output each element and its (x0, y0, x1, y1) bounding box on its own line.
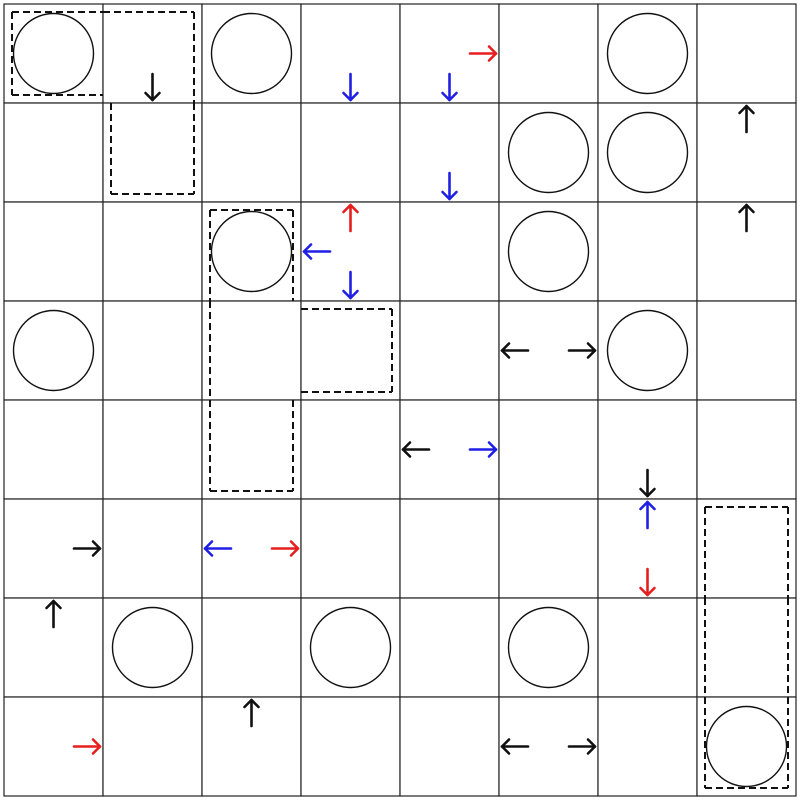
grid-cell[interactable] (399, 498, 500, 599)
grid-cell[interactable] (102, 300, 203, 401)
grid-cell[interactable] (201, 399, 302, 500)
grid-cell[interactable] (201, 102, 302, 203)
grid-cell[interactable] (300, 102, 401, 203)
arrow-up-icon (738, 104, 755, 134)
grid-cell[interactable] (300, 696, 401, 797)
grid-cell[interactable] (696, 300, 797, 401)
arrow-right-icon (567, 738, 597, 755)
grid-cell[interactable] (399, 597, 500, 698)
dashed-region (11, 11, 195, 195)
grid-cell[interactable] (498, 399, 599, 500)
circle-token (606, 12, 689, 95)
grid-cell[interactable] (696, 498, 797, 599)
arrow-left-icon (500, 738, 530, 755)
grid-cell[interactable] (399, 201, 500, 302)
grid-cell[interactable] (498, 3, 599, 104)
grid-cell[interactable] (498, 498, 599, 599)
arrow-left-icon (203, 540, 233, 557)
grid-cell[interactable] (597, 696, 698, 797)
grid-cell[interactable] (3, 201, 104, 302)
arrow-down-icon (144, 72, 161, 102)
arrow-left-icon (500, 342, 530, 359)
dashed-region (209, 209, 393, 492)
grid-cell[interactable] (201, 300, 302, 401)
circle-token (507, 606, 590, 689)
arrow-down-icon (441, 171, 458, 201)
arrow-up-icon (639, 500, 656, 530)
circle-token (606, 111, 689, 194)
grid-cell[interactable] (102, 102, 203, 203)
arrow-right-icon (72, 738, 102, 755)
arrow-right-icon (270, 540, 300, 557)
circle-token (12, 12, 95, 95)
arrow-down-icon (342, 72, 359, 102)
circle-token (606, 309, 689, 392)
grid-cell[interactable] (696, 399, 797, 500)
dashed-region (704, 506, 789, 789)
arrow-up-icon (738, 203, 755, 233)
circle-token (705, 705, 788, 788)
arrow-right-icon (567, 342, 597, 359)
grid-cell[interactable] (102, 696, 203, 797)
grid-cell[interactable] (3, 102, 104, 203)
circle-token (309, 606, 392, 689)
grid-cell[interactable] (399, 300, 500, 401)
grid-cell[interactable] (696, 597, 797, 698)
arrow-down-icon (441, 72, 458, 102)
arrow-left-icon (401, 441, 431, 458)
arrow-down-icon (342, 270, 359, 300)
grid-cell[interactable] (3, 399, 104, 500)
grid-cell[interactable] (102, 498, 203, 599)
grid-cell[interactable] (597, 201, 698, 302)
grid-cell[interactable] (399, 696, 500, 797)
circle-token (507, 111, 590, 194)
circle-token (111, 606, 194, 689)
circle-token (12, 309, 95, 392)
arrow-up-icon (342, 203, 359, 233)
circle-token (210, 210, 293, 293)
arrow-right-icon (72, 540, 102, 557)
arrow-left-icon (302, 243, 332, 260)
arrow-up-icon (45, 599, 62, 629)
arrow-right-icon (468, 45, 498, 62)
circle-token (210, 12, 293, 95)
grid-cell[interactable] (597, 597, 698, 698)
grid-cell[interactable] (300, 399, 401, 500)
grid-cell[interactable] (300, 300, 401, 401)
arrow-down-icon (639, 567, 656, 597)
circle-token (507, 210, 590, 293)
grid-cell[interactable] (102, 399, 203, 500)
arrow-up-icon (243, 698, 260, 728)
grid-cell[interactable] (300, 498, 401, 599)
grid-cell[interactable] (201, 597, 302, 698)
arrow-right-icon (468, 441, 498, 458)
grid-cell[interactable] (696, 3, 797, 104)
arrow-down-icon (639, 468, 656, 498)
grid-cell[interactable] (102, 201, 203, 302)
